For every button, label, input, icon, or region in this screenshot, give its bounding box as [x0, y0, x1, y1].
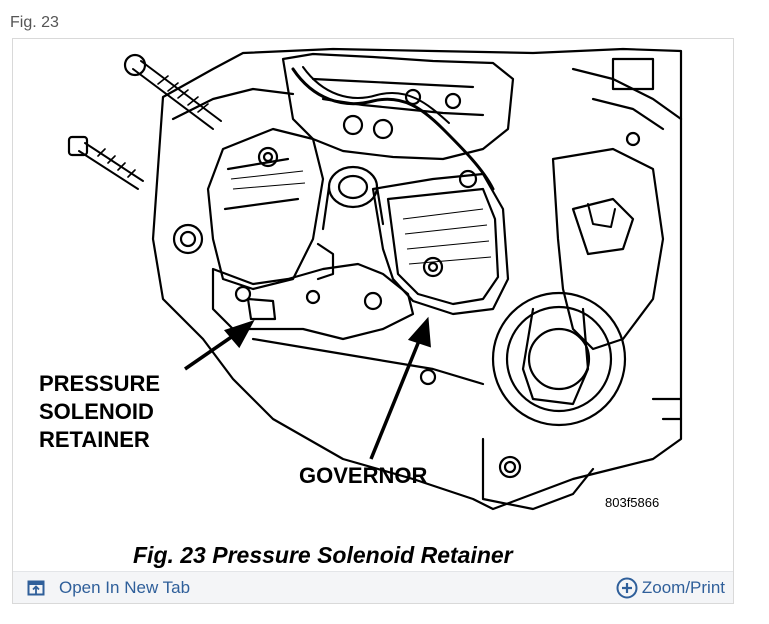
- figure-reference-code: 803f5866: [605, 495, 660, 510]
- governor-label: GOVERNOR: [299, 463, 427, 488]
- figure-caption: Fig. 23 Pressure Solenoid Retainer: [133, 542, 513, 568]
- transmission-line-drawing: PRESSURE SOLENOID RETAINER GOVERNOR: [39, 47, 683, 511]
- zoom-print-label: Zoom/Print: [641, 578, 725, 597]
- pressure-solenoid-label-line3: RETAINER: [39, 427, 150, 452]
- pressure-solenoid-label-line1: PRESSURE: [39, 371, 160, 396]
- figure-number-label: Fig. 23: [10, 14, 59, 31]
- open-new-tab-icon: [27, 579, 45, 597]
- zoom-plus-icon: [616, 577, 638, 599]
- open-in-new-tab-label: Open In New Tab: [59, 578, 191, 597]
- pressure-solenoid-label-line2: SOLENOID: [39, 399, 154, 424]
- open-in-new-tab-link[interactable]: Open In New Tab: [27, 578, 190, 598]
- technical-illustration[interactable]: PRESSURE SOLENOID RETAINER GOVERNOR 803f…: [13, 39, 733, 571]
- zoom-print-link[interactable]: Zoom/Print: [616, 576, 725, 600]
- figure-frame: PRESSURE SOLENOID RETAINER GOVERNOR 803f…: [12, 38, 734, 604]
- figure-toolbar: Open In New Tab Zoom/Print: [13, 571, 733, 603]
